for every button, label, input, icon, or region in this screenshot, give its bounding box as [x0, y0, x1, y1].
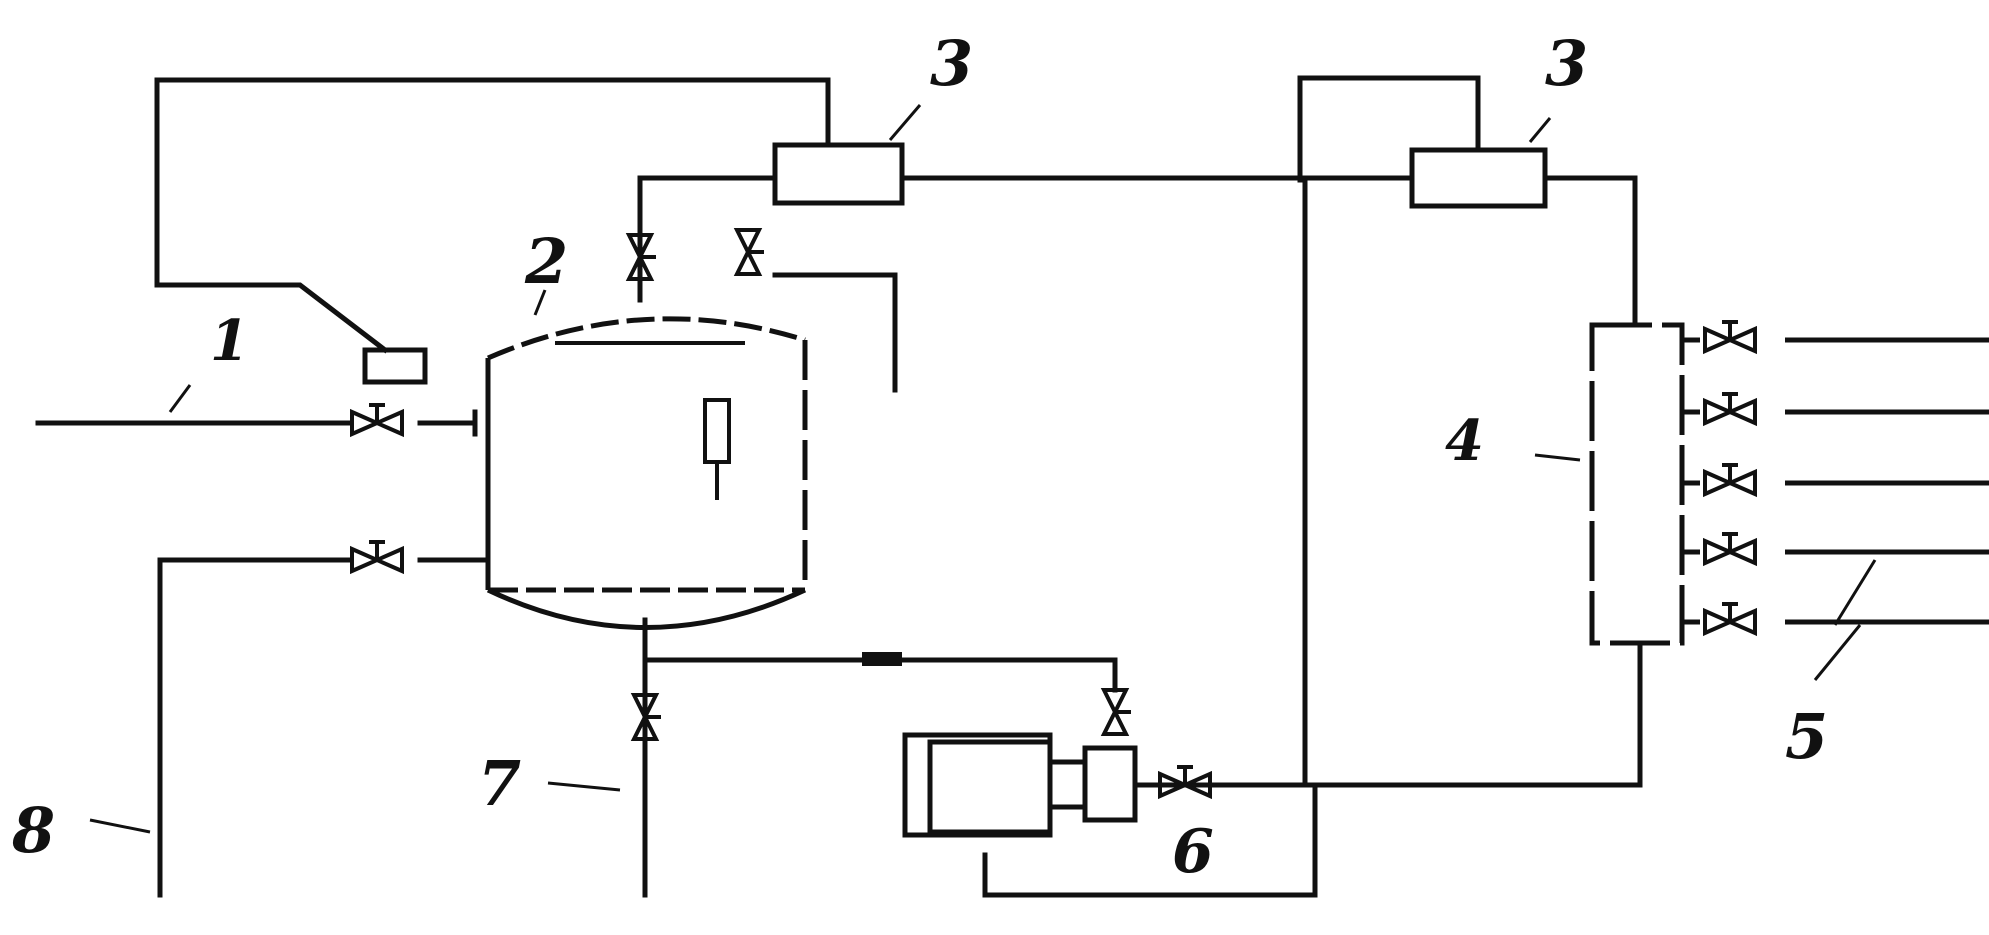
label-filter-right: 3: [1545, 27, 1588, 100]
relief-valve: [735, 228, 766, 276]
label-distributor: 4: [1445, 408, 1484, 474]
filter-right: [1409, 147, 1548, 209]
filter-left: [772, 142, 905, 206]
tank: [485, 316, 808, 630]
tank-side-valve: [350, 540, 404, 573]
level-sensor-box: [362, 347, 428, 385]
outlet-valve-5: [1703, 602, 1757, 635]
distributor-manifold: [1589, 322, 1685, 646]
label-drain-valve: 7: [478, 747, 521, 820]
drain-pipe: [157, 557, 353, 898]
return-loop-pipe: [154, 77, 831, 354]
label-drain-pipe: 8: [11, 794, 55, 867]
label-tank: 2: [524, 225, 568, 298]
pump-inlet-valve: [1102, 688, 1133, 736]
outlet-lines: [1682, 337, 1989, 625]
relief-pipe: [772, 272, 898, 393]
leader-lines: [89, 104, 1877, 834]
outlet-valve-4: [1703, 532, 1757, 565]
outlet-valve-1: [1703, 320, 1757, 353]
label-outlet-lines: 5: [1785, 700, 1828, 773]
label-pump: 6: [1172, 817, 1214, 887]
pump: [902, 732, 1138, 838]
pump-discharge-valve: [1158, 765, 1212, 798]
return-pipe: [1287, 637, 1643, 788]
label-inlet-pipe: 1: [210, 308, 249, 374]
label-filter-left: 3: [930, 27, 973, 100]
outlet-valve-3: [1703, 463, 1757, 496]
outlet-valve-2: [1703, 392, 1757, 425]
inlet-valve: [350, 403, 404, 436]
tank-sight-glass: [703, 398, 731, 464]
pipework: [35, 75, 1643, 898]
